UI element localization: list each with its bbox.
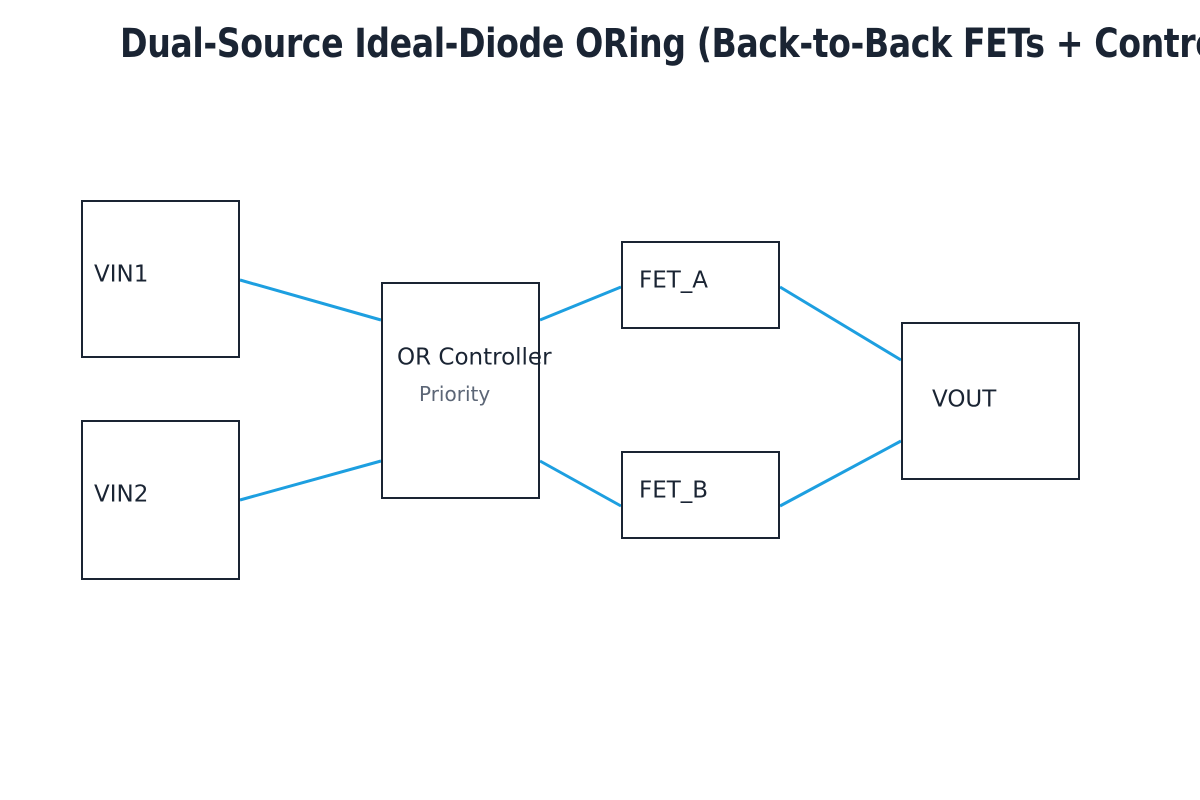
node-vout-label: VOUT [932, 386, 997, 413]
node-vin1: VIN1 [81, 200, 240, 358]
page-title-text: Dual-Source Ideal-Diode ORing (Back-to-B… [120, 21, 1200, 67]
wire-vin1-to-or-controller [239, 278, 382, 322]
wire-fet-a-to-vout [779, 285, 902, 362]
wire-fet-b-to-vout [779, 439, 902, 508]
node-vin1-label: VIN1 [94, 261, 149, 288]
node-vout: VOUT [901, 322, 1080, 480]
node-fet-b-label: FET_B [639, 477, 709, 504]
node-or-controller-sublabel: Priority [419, 382, 491, 406]
node-fet-b: FET_B [621, 451, 780, 539]
wire-vin2-to-or-controller [239, 459, 382, 502]
node-fet-a: FET_A [621, 241, 780, 329]
page-title: Dual-Source Ideal-Diode ORing (Back-to-B… [0, 24, 1200, 64]
node-vin2-label: VIN2 [94, 481, 149, 508]
node-fet-a-label: FET_A [639, 267, 709, 294]
wire-or-controller-to-fet-b [539, 459, 622, 508]
node-vin2: VIN2 [81, 420, 240, 580]
node-or-controller-label: OR Controller [397, 344, 552, 371]
wire-or-controller-to-fet-a [539, 285, 622, 322]
